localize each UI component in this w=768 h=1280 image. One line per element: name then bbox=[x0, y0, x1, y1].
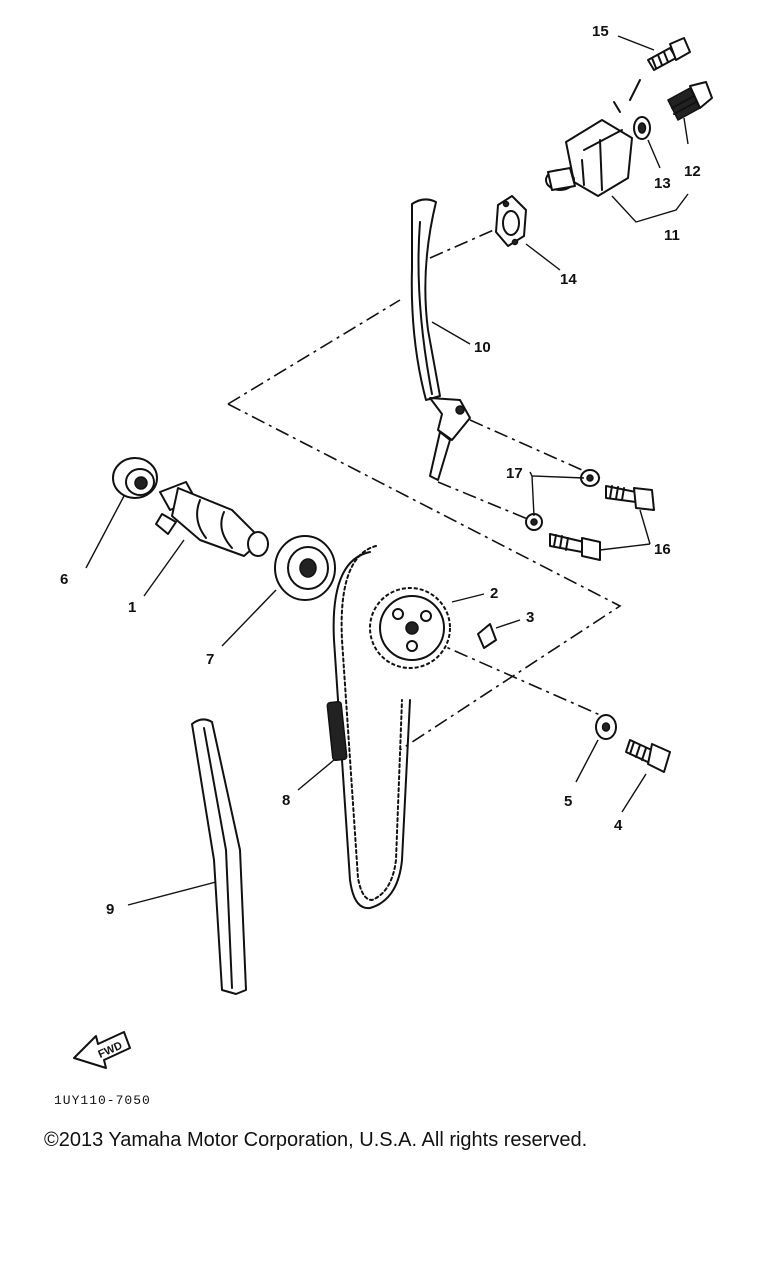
part-plug-bolt-12[interactable] bbox=[667, 81, 713, 122]
label-part-9: 9 bbox=[106, 901, 114, 918]
part-bearing-6[interactable] bbox=[112, 457, 158, 499]
label-part-15: 15 bbox=[592, 23, 609, 40]
part-washer-13[interactable] bbox=[633, 116, 651, 140]
leader-lines bbox=[85, 35, 689, 906]
label-part-17: 17 bbox=[506, 465, 523, 482]
part-washer-5[interactable] bbox=[595, 714, 617, 740]
part-tensioner-guide-10[interactable] bbox=[410, 198, 471, 481]
label-part-3: 3 bbox=[526, 609, 534, 626]
part-bolt-4[interactable] bbox=[625, 739, 671, 773]
assembly-outline bbox=[227, 299, 622, 751]
label-part-7: 7 bbox=[206, 651, 214, 668]
part-bolt-15[interactable] bbox=[647, 37, 691, 71]
label-part-14: 14 bbox=[560, 271, 577, 288]
copyright-notice: ©2013 Yamaha Motor Corporation, U.S.A. A… bbox=[44, 1129, 587, 1151]
part-bolt-16[interactable] bbox=[549, 485, 655, 561]
label-part-5: 5 bbox=[564, 793, 572, 810]
label-part-6: 6 bbox=[60, 571, 68, 588]
part-pin-3[interactable] bbox=[477, 623, 497, 649]
part-sprocket-2[interactable] bbox=[369, 587, 451, 669]
part-cam-chain-8[interactable] bbox=[326, 545, 411, 910]
bolt-axis-line-upper bbox=[469, 419, 601, 479]
sprocket-axis-line bbox=[429, 639, 601, 716]
tensioner-axis-line bbox=[429, 224, 506, 259]
bolt-axis-line-lower bbox=[437, 481, 531, 521]
part-gasket-14[interactable] bbox=[495, 195, 527, 247]
label-part-2: 2 bbox=[490, 585, 498, 602]
part-bearing-7[interactable] bbox=[274, 535, 336, 601]
label-part-10: 10 bbox=[474, 339, 491, 356]
part-washer-17[interactable] bbox=[525, 469, 600, 531]
label-part-12: 12 bbox=[684, 163, 701, 180]
part-chain-guide-9[interactable] bbox=[191, 718, 247, 995]
label-part-1: 1 bbox=[128, 599, 136, 616]
drawing-code: 1UY110-7050 bbox=[54, 1093, 151, 1108]
part-camshaft-1[interactable] bbox=[155, 481, 269, 557]
label-part-8: 8 bbox=[282, 792, 290, 809]
forward-arrow-icon: FWD bbox=[73, 1031, 131, 1069]
label-part-13: 13 bbox=[654, 175, 671, 192]
part-tensioner-11[interactable] bbox=[545, 79, 641, 197]
label-part-16: 16 bbox=[654, 541, 671, 558]
label-part-11: 11 bbox=[664, 227, 680, 244]
label-part-4: 4 bbox=[614, 817, 623, 834]
